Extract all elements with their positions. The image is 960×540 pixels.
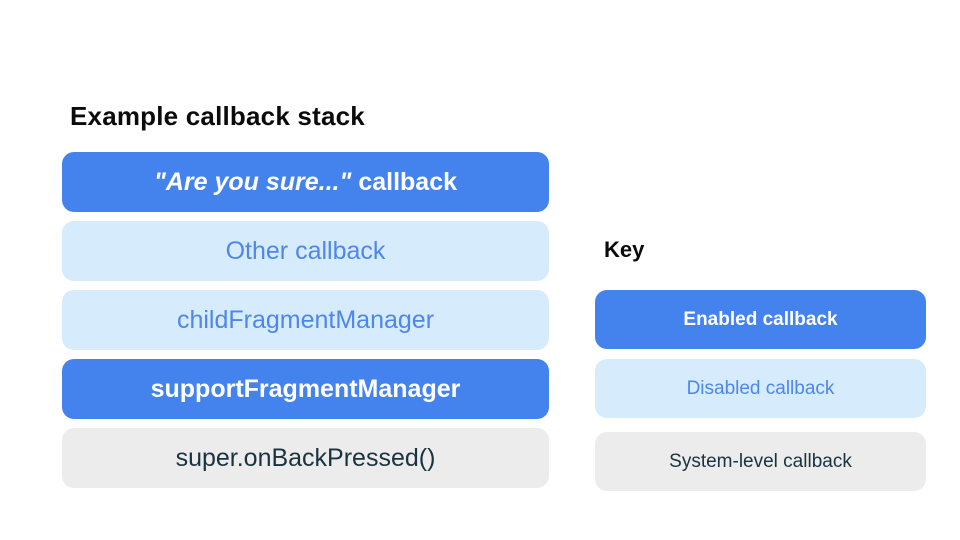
stack-item-super-on-back-pressed: super.onBackPressed() [62,428,549,488]
stack-item-label: super.onBackPressed() [175,443,436,472]
key-title: Key [604,237,645,262]
key-item-label: System-level callback [669,450,852,472]
stack-item-child-fragment-manager: childFragmentManager [62,290,549,350]
stack-item-label: Other callback [225,236,386,265]
key-item-label: Enabled callback [683,308,838,330]
stack-item-other-callback: Other callback [62,221,549,281]
stack-item-label-italic: "Are you sure..." [153,167,352,196]
stack-item-label: supportFragmentManager [150,374,461,403]
stack-title: Example callback stack [70,101,365,131]
key-item-label: Disabled callback [686,377,835,399]
stack-item-support-fragment-manager: supportFragmentManager [62,359,549,419]
key-item-disabled-callback: Disabled callback [595,359,926,418]
stack-item-label: childFragmentManager [176,305,435,334]
stack-item-are-you-sure-callback: "Are you sure..." callback [62,152,549,212]
key-item-system-level-callback: System-level callback [595,432,926,491]
callback-stack: "Are you sure..." callback Other callbac… [62,152,549,488]
stack-item-label-rest: callback [351,167,458,196]
key-item-enabled-callback: Enabled callback [595,290,926,349]
